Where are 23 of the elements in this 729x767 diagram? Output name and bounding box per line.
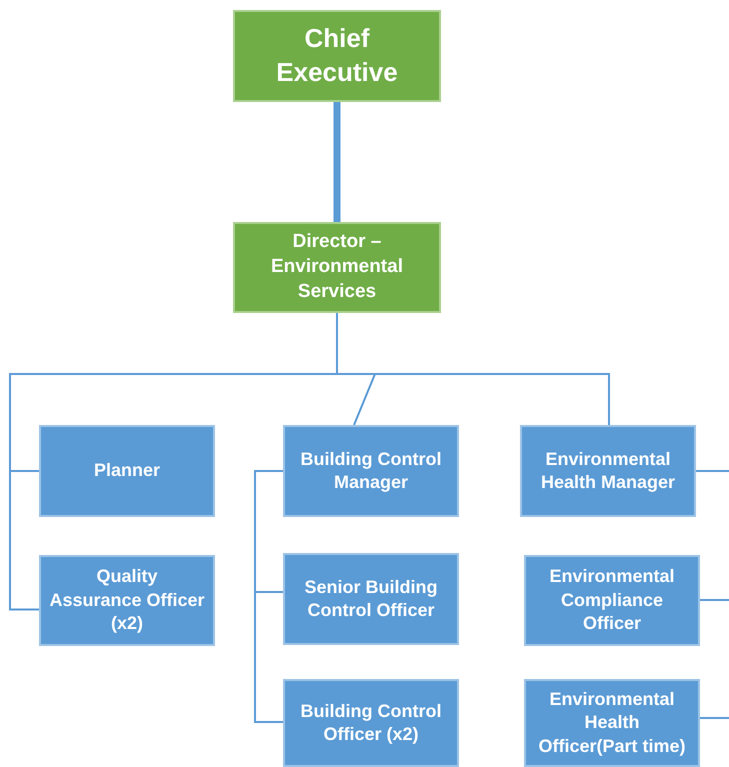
org-chart-box <box>233 222 441 313</box>
connector-line <box>254 470 283 723</box>
org-chart-box <box>39 425 215 517</box>
role-title: Building Control Officer (x2) <box>300 700 442 746</box>
org-chart-box <box>524 555 700 646</box>
org-chart-box <box>39 555 215 646</box>
org-chart-box <box>283 679 459 767</box>
connector-line <box>336 313 610 425</box>
role-title: Senior Building Control Officer <box>304 576 438 622</box>
role-title: Planner <box>94 459 160 482</box>
thick-connector-line <box>334 102 340 222</box>
role-title: Chief Executive <box>275 22 399 89</box>
org-chart-box <box>524 679 700 767</box>
role-title: Environmental Compliance Officer <box>548 565 676 636</box>
role-title: Quality Assurance Officer (x2) <box>49 565 205 636</box>
org-chart-box <box>233 10 441 102</box>
role-title: Director – Environmental Services <box>270 230 404 304</box>
org-chart-box <box>283 425 459 517</box>
role-title: Environmental Health Manager <box>540 448 676 494</box>
org-chart-box <box>520 425 696 517</box>
org-chart-box <box>283 553 459 645</box>
role-title: Environmental Health Officer(Part time) <box>537 688 687 758</box>
role-title: Building Control Manager <box>300 448 442 494</box>
